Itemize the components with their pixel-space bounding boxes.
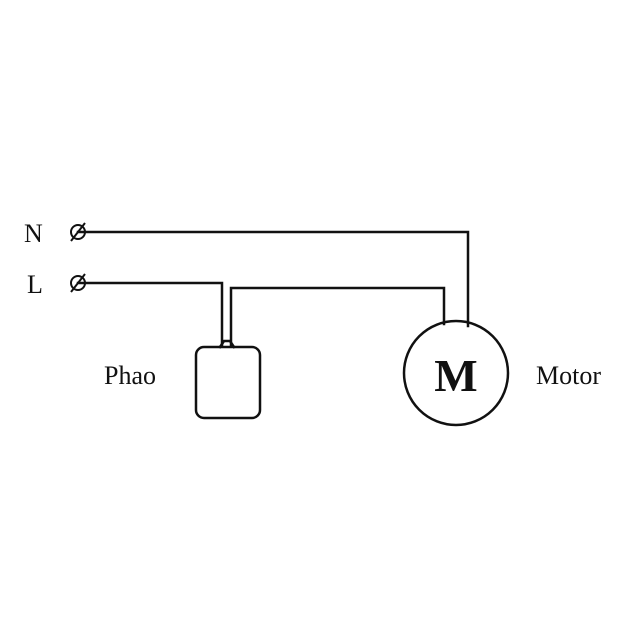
terminal-l bbox=[70, 273, 86, 293]
wire-l-to-float bbox=[76, 281, 224, 347]
float-switch-connector bbox=[218, 339, 236, 349]
motor-symbol: M bbox=[434, 350, 477, 401]
float-switch bbox=[194, 345, 262, 420]
float-switch-label: Phao bbox=[104, 361, 156, 390]
wire-n bbox=[76, 230, 470, 328]
motor-circle bbox=[402, 319, 510, 427]
motor-label: Motor bbox=[536, 361, 601, 390]
terminal-l-label: L bbox=[27, 270, 43, 299]
wire-float-to-motor bbox=[229, 286, 446, 347]
terminal-n-label: N bbox=[24, 219, 43, 248]
terminal-n bbox=[70, 222, 86, 242]
